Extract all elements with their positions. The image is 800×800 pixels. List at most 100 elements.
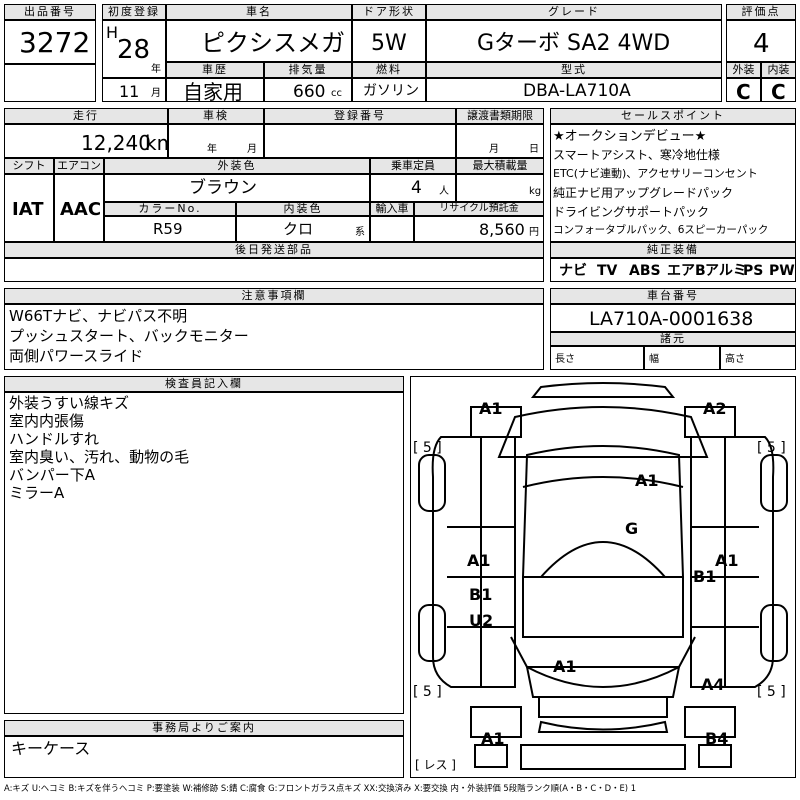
- office-label: 事務局よりご案内: [4, 720, 404, 736]
- equipment-pw: PW: [769, 263, 795, 279]
- spare-tire: [ レス ]: [415, 758, 456, 772]
- height-cell: 高さ: [720, 346, 796, 370]
- grade-label: グレード: [426, 4, 722, 20]
- inspector-line: 室内臭い、汚れ、動物の毛: [9, 448, 190, 466]
- sales-point-line: ETC(ナビ連動)、アクセサリーコンセント: [553, 167, 758, 180]
- model: DBA-LA710A: [523, 81, 631, 101]
- score-cell: 4: [726, 20, 796, 62]
- shift: IAT: [12, 199, 44, 220]
- mark-rear-right: A4: [701, 675, 725, 694]
- length-cell: 長さ: [550, 346, 644, 370]
- equipment-ps: PS: [743, 263, 764, 279]
- mark-tailgate: A1: [553, 657, 577, 676]
- lot-number: 3272: [19, 26, 91, 59]
- inspector-line: 外装うすい線キズ: [9, 394, 130, 412]
- displacement-label: 排気量: [264, 62, 352, 78]
- capacity-unit: 人: [439, 186, 449, 197]
- interior-label: 内装: [761, 62, 796, 78]
- sales-point-line: スマートアシスト、寒冷地仕様: [553, 148, 720, 162]
- capacity-label: 乗車定員: [370, 158, 456, 174]
- insp-year-unit: 年: [207, 144, 217, 155]
- inspector-line: ハンドルすれ: [9, 430, 100, 448]
- inspector-line: 室内内張傷: [9, 412, 85, 430]
- color: ブラウン: [189, 178, 257, 198]
- note-line: W66Tナビ、ナビパス不明: [9, 307, 188, 325]
- first-reg-cell: H 28 年: [102, 20, 166, 78]
- mark-roof: G: [625, 519, 639, 538]
- shift-label: シフト: [4, 158, 54, 174]
- notes-box: W66Tナビ、ナビパス不明 プッシュスタート、バックモニター 両側パワースライド: [4, 304, 544, 370]
- lot-number-cell: 3272: [4, 20, 96, 64]
- ac-label: エアコン: [54, 158, 104, 174]
- sales-point-line: ★オークションデビュー★: [553, 129, 707, 144]
- tire-front-left: [ 5 ]: [413, 440, 442, 456]
- mark-right-door: A1: [715, 551, 739, 570]
- plate-cell: [264, 124, 456, 158]
- sales-points-label: セールスポイント: [550, 108, 796, 124]
- car-name: ピクシスメガ: [201, 29, 345, 57]
- mark-rear-left: A1: [481, 729, 505, 748]
- history: 自家用: [183, 80, 243, 102]
- height-label: 高さ: [725, 354, 745, 365]
- insp-month-unit: 月: [247, 144, 257, 155]
- capacity-cell: 4 人: [370, 174, 456, 202]
- reg-month-cell: 11 月: [102, 78, 166, 102]
- history-label: 車歴: [166, 62, 264, 78]
- inspection-label: 車検: [168, 108, 264, 124]
- inspection-cell: 年 月: [168, 124, 264, 158]
- load-unit: kg: [529, 186, 542, 197]
- mileage-label: 走行: [4, 108, 168, 124]
- transfer-label: 譲渡書類期限: [456, 108, 544, 124]
- note-line: プッシュスタート、バックモニター: [9, 327, 249, 345]
- era: H: [106, 23, 119, 42]
- history-cell: 自家用: [166, 78, 264, 102]
- int-color-cell: クロ 系: [236, 216, 370, 242]
- legend: A:キズ U:ヘコミ B:キズを伴うヘコミ P:要塗装 W:補修跡 S:錆 C:…: [4, 783, 637, 793]
- color-no-cell: R59: [104, 216, 236, 242]
- month-unit: 月: [151, 88, 161, 99]
- door-label: ドア形状: [352, 4, 426, 20]
- grade-cell: Gターボ SA2 4WD: [426, 20, 722, 62]
- plate-label: 登録番号: [264, 108, 456, 124]
- int-color-label: 内装色: [236, 202, 370, 216]
- year-unit: 年: [151, 64, 161, 75]
- dims-label: 諸元: [550, 332, 796, 346]
- inspector-line: バンパー下A: [9, 466, 96, 484]
- later-parts-label: 後日発送部品: [4, 242, 544, 258]
- chassis-label: 車台番号: [550, 288, 796, 304]
- grade: Gターボ SA2 4WD: [477, 31, 671, 56]
- car-name-cell: ピクシスメガ: [166, 20, 352, 62]
- width-label: 幅: [649, 354, 659, 365]
- tire-rear-left: [ 5 ]: [413, 684, 442, 700]
- color-label: 外装色: [104, 158, 370, 174]
- transfer-day-unit: 日: [529, 144, 539, 155]
- sales-point-line: 純正ナビ用アップグレードパック: [553, 186, 734, 200]
- equipment-airbag: エアB: [667, 263, 706, 279]
- sales-point-line: コンフォータブルパック、6スピーカーパック: [553, 224, 769, 236]
- exterior-grade: C: [736, 80, 751, 102]
- reg-year: 28: [117, 35, 151, 65]
- fuel-label: 燃料: [352, 62, 426, 78]
- transfer-cell: 月 日: [456, 124, 544, 158]
- equipment-label: 純正装備: [550, 242, 796, 258]
- door-cell: 5W: [352, 20, 426, 62]
- sales-point-line: ドライビングサポートパック: [553, 205, 710, 219]
- equipment-navi: ナビ: [559, 263, 587, 279]
- door-type: 5W: [371, 31, 407, 56]
- office-text: キーケース: [11, 739, 91, 758]
- mark-left-sill: U2: [469, 611, 494, 630]
- inspector-line: ミラーA: [9, 484, 65, 502]
- displacement-cell: 660 cc: [264, 78, 352, 102]
- load-label: 最大積載量: [456, 158, 544, 174]
- ac-cell: AAC: [54, 174, 104, 242]
- equipment-abs: ABS: [629, 263, 661, 279]
- ac: AAC: [60, 199, 102, 220]
- mark-front-right: A2: [703, 399, 727, 418]
- transfer-month-unit: 月: [489, 144, 499, 155]
- fuel: ガソリン: [363, 83, 419, 99]
- exterior-grade-cell: C: [726, 78, 761, 102]
- inspector-box: 外装うすい線キズ 室内内張傷 ハンドルすれ 室内臭い、汚れ、動物の毛 バンパー下…: [4, 392, 404, 714]
- car-outline: [418, 382, 788, 770]
- exterior-label: 外装: [726, 62, 761, 78]
- int-color-unit: 系: [355, 227, 365, 238]
